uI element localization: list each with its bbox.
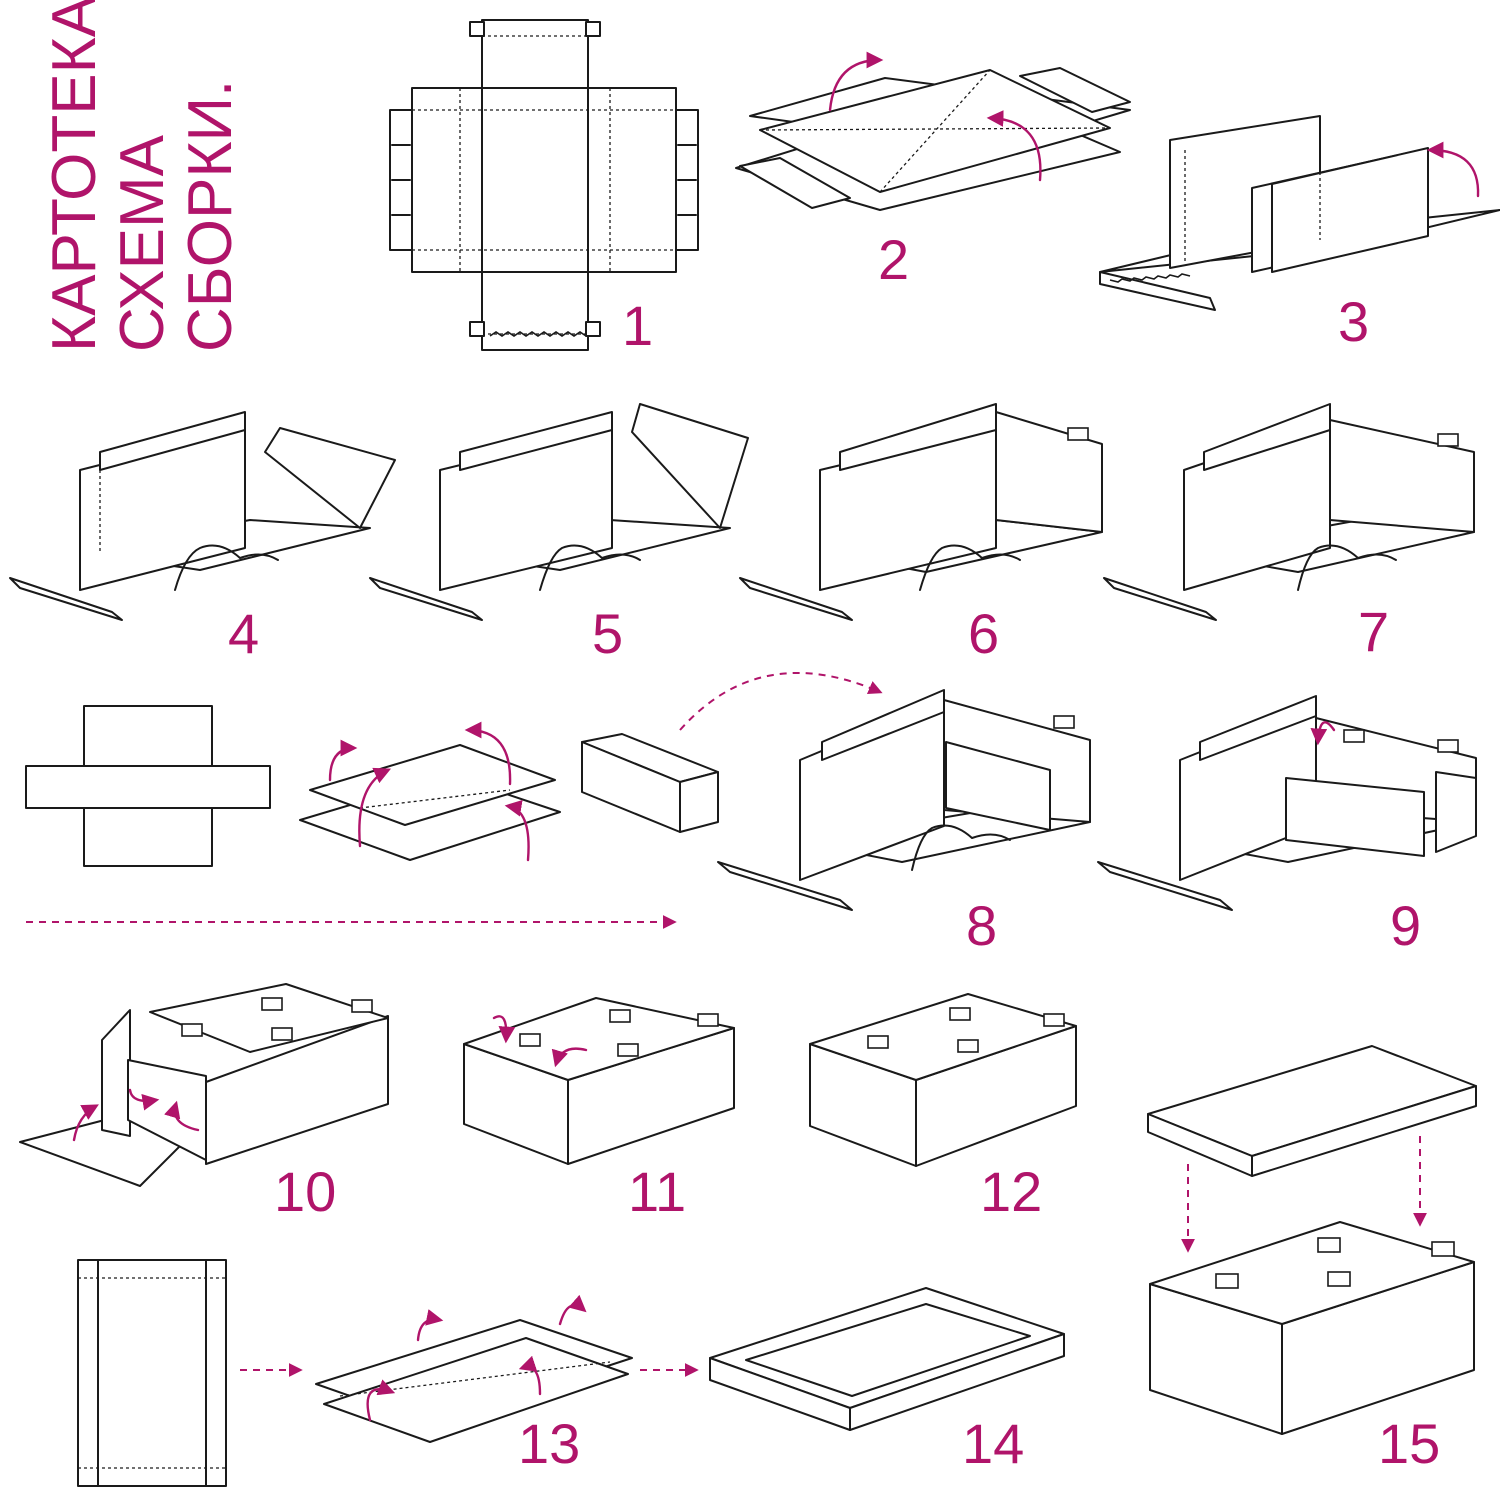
title-line-2: СХЕМА (108, 135, 177, 352)
step-number-6: 6 (968, 602, 1000, 665)
step-5-end-flap-closed (369, 403, 749, 621)
step-3-walls-raised (1099, 115, 1500, 311)
insert-folding (299, 721, 561, 862)
step-14-lid-tray (709, 1287, 1065, 1431)
step-number-15: 15 (1378, 1412, 1441, 1475)
step-15-lid-on-box (1147, 1045, 1477, 1435)
step-number-1: 1 (622, 294, 654, 357)
vertical-title: КАРТОТЕКА. СХЕМА СБОРКИ. (0, 0, 245, 370)
step-7-both-corners (1103, 403, 1475, 621)
step-4-end-flap (9, 411, 396, 621)
step-number-14: 14 (962, 1412, 1025, 1475)
step-number-8: 8 (966, 894, 998, 957)
title-line-1: КАРТОТЕКА. (40, 0, 109, 352)
insert-flat-blank (25, 705, 271, 867)
step-9-second-insert (1097, 695, 1477, 911)
step-number-7: 7 (1358, 600, 1390, 663)
title-line-3: СБОРКИ. (176, 79, 245, 352)
step-6-corner-tucked (739, 403, 1103, 621)
step-number-12: 12 (980, 1160, 1043, 1223)
step-number-13: 13 (518, 1412, 581, 1475)
step-2-folding-sides (735, 51, 1131, 211)
step-number-2: 2 (878, 228, 910, 291)
step-12-box-closed (809, 993, 1077, 1167)
step-number-4: 4 (228, 602, 260, 665)
lid-flat-blank (77, 1259, 227, 1487)
step-11-closing-tops (463, 997, 735, 1165)
step-number-5: 5 (592, 602, 624, 665)
insert-box (581, 733, 719, 833)
step-1-flat-blank (389, 19, 699, 351)
step-number-3: 3 (1338, 290, 1370, 353)
step-13-lid-folding (315, 1294, 633, 1443)
step-number-10: 10 (274, 1160, 337, 1223)
step-number-9: 9 (1390, 894, 1422, 957)
step-number-11: 11 (628, 1160, 687, 1223)
step-8-insert-placed (679, 671, 1091, 911)
step-10-closing-front (19, 983, 389, 1187)
